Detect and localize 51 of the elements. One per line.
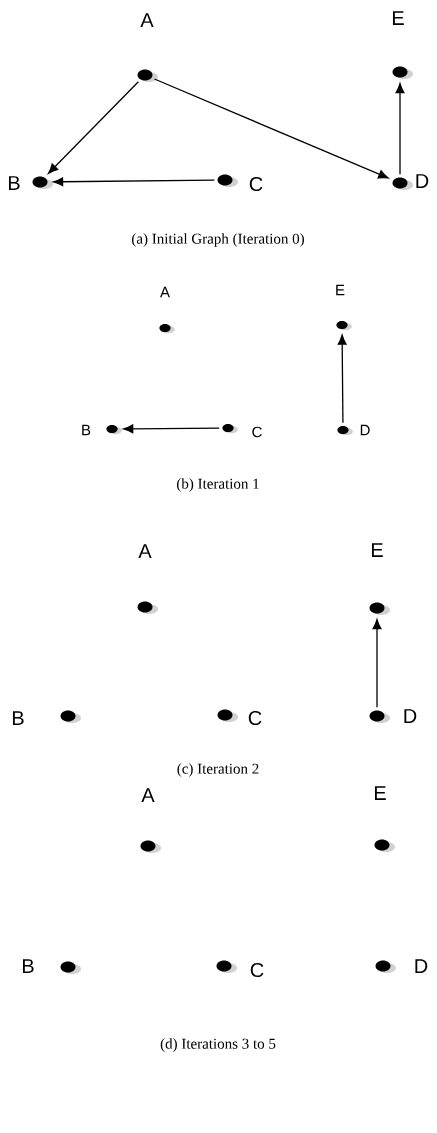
graph-vertex: [216, 960, 237, 973]
arrow: [123, 424, 220, 434]
caption: (d) Iterations 3 to 5: [160, 1038, 276, 1052]
vertex-label: A: [160, 286, 170, 298]
arrow: [337, 334, 347, 424]
vertex-label: B: [13, 711, 24, 725]
graph-vertex: [392, 66, 413, 79]
vertex-label: C: [252, 426, 262, 438]
graph-vertex: [60, 710, 81, 723]
vertex-label: C: [248, 710, 262, 726]
graph-vertex: [137, 69, 158, 82]
graph-vertex: [217, 709, 238, 722]
vertex-label: C: [249, 176, 263, 192]
vertex-label: E: [393, 11, 404, 25]
arrow: [48, 81, 140, 174]
arrow: [395, 82, 405, 175]
vertex-label: A: [138, 544, 152, 558]
vertex-label: E: [375, 786, 386, 800]
graph-vertex: [369, 710, 390, 723]
vertex-label: C: [250, 962, 264, 978]
arrow: [372, 619, 382, 708]
graph-vertex: [337, 425, 353, 436]
graph-vertex: [60, 961, 81, 974]
graph-vertex: [217, 174, 238, 187]
graph-vertex: [106, 424, 122, 435]
vertex-label: D: [416, 174, 429, 188]
vertex-label: B: [23, 959, 34, 973]
graph-vertex: [369, 602, 390, 615]
graph-vertex: [222, 423, 238, 434]
arrow: [53, 177, 215, 187]
vertex-label: E: [336, 284, 345, 296]
arrow: [153, 78, 389, 179]
graph-vertex: [374, 839, 395, 852]
graph-vertex: [392, 177, 413, 190]
graph-vertex: [336, 320, 352, 331]
graph-vertex: [375, 960, 396, 973]
graph-vertex: [137, 601, 158, 614]
caption: (c) Iteration 2: [177, 763, 259, 777]
vertex-label: D: [360, 424, 370, 436]
vertex-label: D: [415, 959, 428, 973]
vertex-label: B: [82, 424, 91, 436]
vertex-label: A: [141, 788, 155, 802]
caption: (a) Initial Graph (Iteration 0): [132, 233, 304, 247]
vertex-label: E: [372, 543, 383, 557]
graph-vertex: [159, 323, 175, 334]
graph-vertex: [140, 840, 161, 853]
vertex-label: A: [140, 13, 154, 27]
vertex-label: D: [404, 709, 417, 723]
caption: (b) Iteration 1: [177, 478, 259, 492]
vertex-label: B: [9, 176, 20, 190]
graph-vertex: [32, 176, 53, 189]
